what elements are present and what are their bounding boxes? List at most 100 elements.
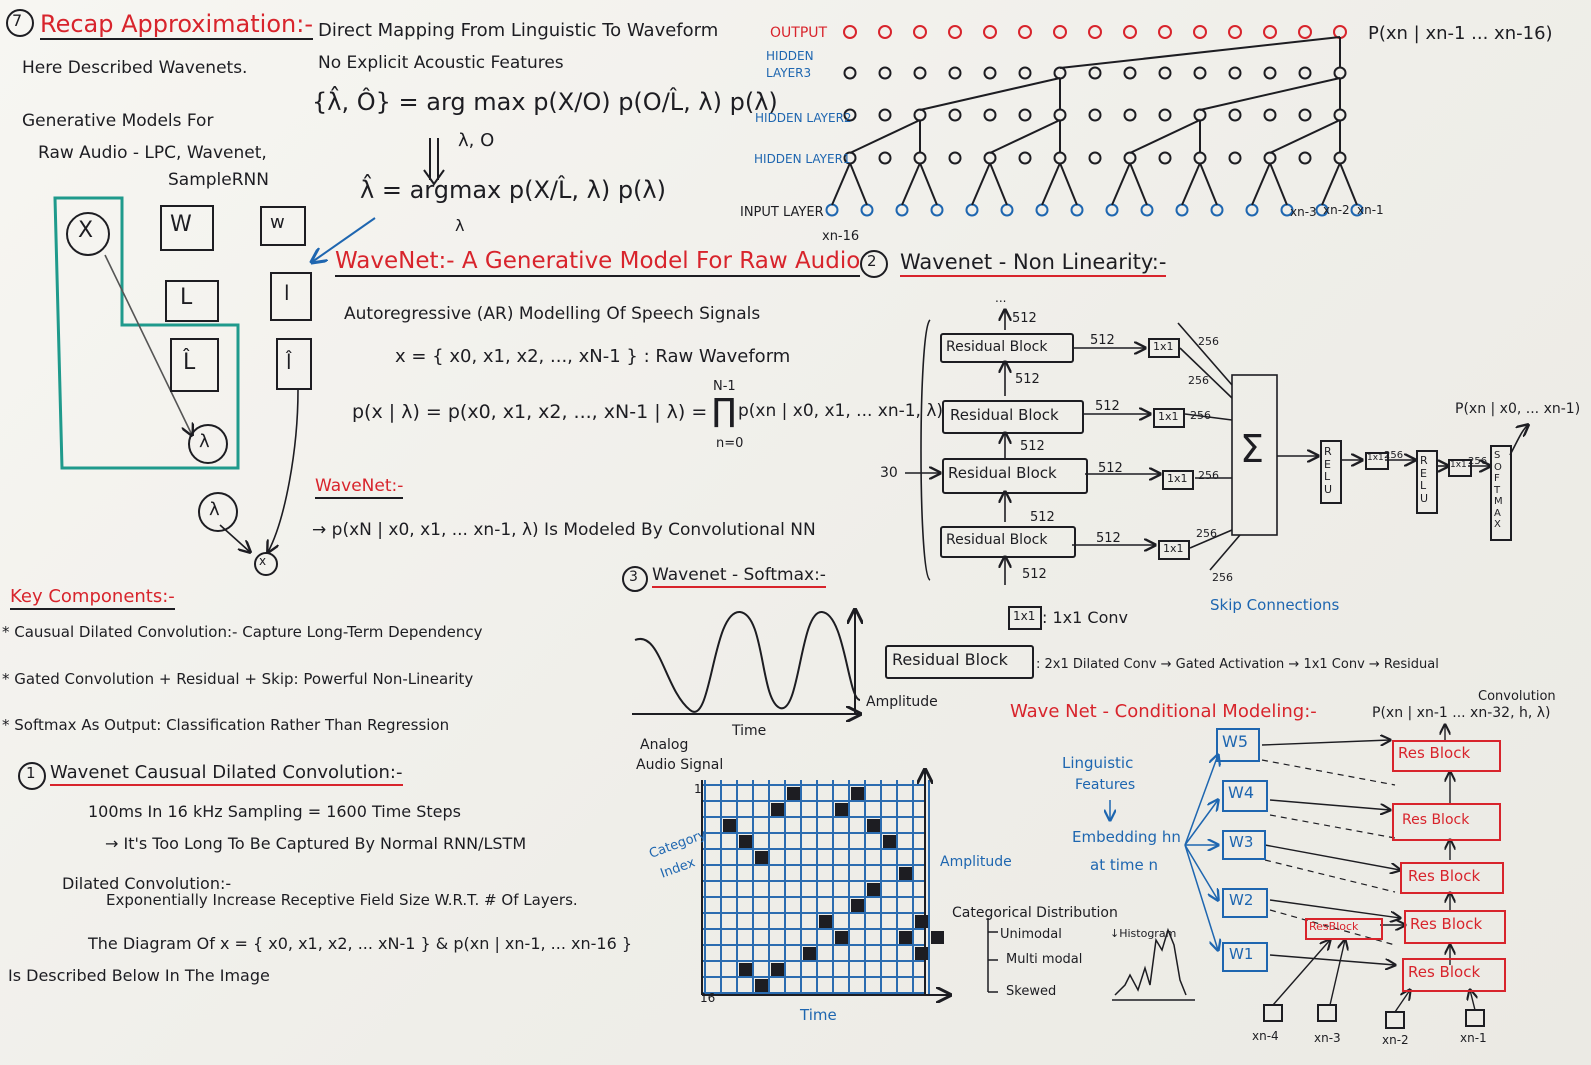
hidden2-node: [1123, 108, 1137, 122]
histogram-label: ↓Histogram: [1110, 927, 1177, 940]
filled-grid-cell: [867, 819, 880, 832]
hidden1-node: [913, 151, 927, 165]
conditional-modeling-diagram: [1110, 725, 1485, 1029]
cond-x-n1: xn-1: [1460, 1031, 1487, 1045]
legend-1x1-text: : 1x1 Conv: [1042, 608, 1128, 627]
hidden1-node: [948, 151, 962, 165]
xn1-label: xn-1: [1357, 203, 1384, 217]
section3-number: 3: [629, 569, 638, 585]
hidden2-node: [1158, 108, 1172, 122]
conv1x1-2-label: 1x1: [1158, 410, 1179, 423]
key-components-title: Key Components:-: [10, 588, 175, 610]
label-256-d: 256: [1198, 469, 1219, 482]
filled-grid-cell: [739, 963, 752, 976]
label-512-r4: 512: [1096, 531, 1121, 546]
residual-block-def-text: : 2x1 Dilated Conv → Gated Activation → …: [1036, 657, 1439, 672]
input-to-hidden1-edge: [1251, 162, 1271, 206]
hidden1-node: [1298, 151, 1312, 165]
wavenet-subtitle: WaveNet:-: [315, 478, 404, 499]
linguistic-label: Linguistic: [1062, 754, 1134, 772]
node-lambda2-circle: [198, 492, 238, 532]
residual-block-3-label: Residual Block: [948, 464, 1057, 482]
input-node: [1035, 203, 1049, 217]
hidden-layer1-label: HIDDEN LAYER1: [754, 152, 851, 166]
unimodal-label: Unimodal: [1000, 927, 1062, 942]
filled-grid-cell: [739, 835, 752, 848]
top-dots: ...: [995, 291, 1007, 305]
input-to-hidden1-edge: [1321, 162, 1341, 206]
input-node: [895, 203, 909, 217]
residual-block-4-label: Residual Block: [946, 532, 1048, 548]
res-block-small: [1305, 918, 1383, 940]
output-node: [1053, 25, 1067, 39]
node-lambda1-label: λ: [199, 431, 210, 452]
label-512-r3: 512: [1098, 461, 1123, 476]
cond-x-n4: xn-4: [1252, 1029, 1279, 1043]
key-item-1: * Causual Dilated Convolution:- Capture …: [2, 623, 483, 641]
conv1x1-6-label: 1x1: [1450, 460, 1467, 470]
section7-equation1-sub: λ, O: [458, 130, 495, 151]
section2-number-circle: [860, 250, 888, 278]
label-512-e: 512: [1022, 567, 1047, 582]
hidden1-node: [1228, 151, 1242, 165]
filled-grid-cell: [787, 787, 800, 800]
residual-block-2-label: Residual Block: [950, 406, 1059, 424]
hidden-layer2-label: HIDDEN LAYER2: [755, 111, 852, 125]
section1-number: 1: [26, 764, 36, 782]
node-x-small-circle: [254, 552, 278, 576]
section1-line6: Is Described Below In The Image: [8, 966, 270, 985]
sum-symbol: Σ: [1240, 427, 1265, 471]
section7-equation1: {λ̂, Ô} = arg max p(X/O) p(O/L̂, λ) p(λ): [312, 88, 778, 116]
hidden2-node: [1018, 108, 1032, 122]
output-node: [983, 25, 997, 39]
factorized-probability: p(xn | x0, x1, ... xn-1, λ): [738, 401, 944, 421]
section1-line3: Dilated Convolution:-: [62, 874, 232, 893]
filled-grid-cell: [915, 947, 928, 960]
conditional-formula: P(xn | xn-1 ... xn-32, h, λ): [1372, 705, 1551, 721]
conv1x1-1-label: 1x1: [1153, 340, 1174, 353]
grid-amplitude-label: Amplitude: [940, 854, 1012, 870]
product-symbol: ∏: [712, 391, 737, 429]
legend-1x1-box: [1008, 606, 1042, 630]
conditional-title: Wave Net - Conditional Modeling:-: [1010, 701, 1317, 722]
node-L-box: [165, 280, 219, 322]
input-node: [1175, 203, 1189, 217]
input-to-hidden1-edge: [1181, 162, 1201, 206]
hidden2-node: [948, 108, 962, 122]
nonlinearity-diagram: [905, 310, 1528, 585]
features-label: Features: [1075, 777, 1136, 793]
res-block-3: [1400, 862, 1504, 894]
section7-no-features: No Explicit Acoustic Features: [318, 53, 564, 73]
weight-w1-box: [1222, 942, 1268, 972]
node-x-label: X: [78, 218, 94, 243]
input-to-hidden1-edge: [901, 162, 921, 206]
input-to-hidden1-edge: [1339, 162, 1358, 206]
skip-connections-label: Skip Connections: [1210, 596, 1340, 614]
hidden3-node: [983, 66, 997, 80]
product-bottom: n=0: [716, 436, 744, 451]
residual-block-1-label: Residual Block: [946, 339, 1048, 355]
weight-w2-box: [1222, 888, 1268, 918]
node-W-box: [160, 205, 214, 251]
hidden1-node: [1123, 151, 1137, 165]
weight-w3-box: [1222, 830, 1266, 860]
label-30: 30: [880, 465, 898, 481]
section7-equation2-sub: λ: [455, 216, 465, 235]
product-top: N-1: [713, 379, 736, 394]
label-256-h: 256: [1468, 456, 1488, 467]
hidden2-node: [1053, 108, 1067, 122]
filled-grid-cell: [931, 931, 944, 944]
section7-equation2: λ̂ = argmax p(X/L̂, λ) p(λ): [360, 176, 666, 204]
input-node: [1210, 203, 1224, 217]
categorical-distribution-label: Categorical Distribution: [952, 905, 1118, 921]
input-node: [965, 203, 979, 217]
hidden2-node: [878, 108, 892, 122]
weight-w4-label: W4: [1228, 783, 1254, 802]
hidden3-node: [1123, 66, 1137, 80]
audio-signal-label: Audio Signal: [636, 757, 724, 773]
input-node: [930, 203, 944, 217]
hidden2-to-hidden3-edge: [1199, 77, 1341, 111]
filled-grid-cell: [819, 915, 832, 928]
hidden3-node: [1333, 66, 1347, 80]
